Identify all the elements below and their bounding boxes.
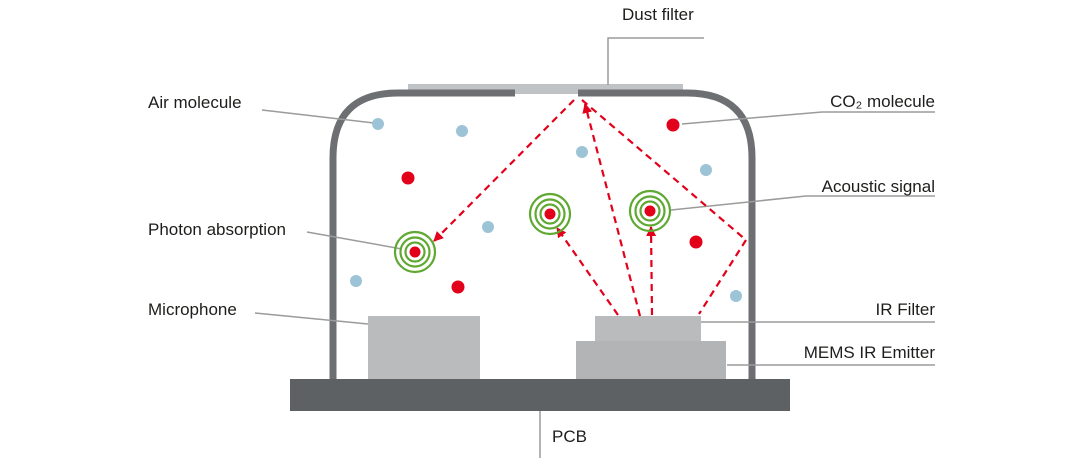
co2-molecule-dot (544, 208, 556, 220)
air-molecule-dot (730, 290, 742, 302)
air-molecule-dot (456, 125, 468, 137)
ring-icon (634, 195, 666, 227)
acoustic-signal-leader (670, 195, 935, 211)
beam-to-acoustic-right (646, 226, 657, 316)
ir-beams (433, 99, 747, 317)
co2-molecules (401, 118, 703, 294)
air-molecule-dot (350, 275, 362, 287)
microphone-label: Microphone (148, 300, 237, 319)
air-molecule-dot (482, 221, 494, 233)
enclosure-outline-right (578, 89, 756, 379)
photon-absorption-leader (306, 231, 403, 250)
air-molecules (350, 118, 742, 302)
ring-icon (534, 198, 566, 230)
photon-absorption-label: Photon absorption (148, 220, 286, 239)
enclosure-outline-left (329, 89, 515, 379)
microphone-block (368, 316, 480, 379)
mems-ir-emitter-block (576, 341, 726, 379)
mems-ir-emitter-label: MEMS IR Emitter (803, 343, 935, 362)
ring-icon (404, 241, 426, 263)
pcb-board (290, 379, 790, 411)
co2-molecule-dot (644, 205, 656, 217)
ir-filter-block (595, 316, 701, 341)
co2-molecule-dot (689, 235, 703, 249)
beam-to-acoustic-left (556, 227, 619, 316)
co2-molecule-label: CO₂ molecule (830, 92, 935, 111)
beam-emitter-to-filter (582, 103, 642, 317)
acoustic-signal-symbol (628, 189, 672, 233)
dust-filter-leader (607, 37, 704, 85)
acoustic-signal-label: Acoustic signal (821, 177, 935, 196)
ring-icon (393, 230, 437, 274)
acoustic-signal-symbol (528, 192, 572, 236)
photon-absorption-symbol (393, 230, 437, 274)
co2-molecule-dot (666, 118, 680, 132)
ring-icon (399, 236, 431, 268)
leader-lines (254, 37, 935, 458)
co2-molecule-leader (681, 111, 935, 125)
beam-wall-to-emitter (698, 239, 747, 315)
ring-icon (528, 192, 572, 236)
air-molecule-dot (700, 164, 712, 176)
co2-molecule-dot (409, 246, 421, 258)
ring-icon (639, 200, 661, 222)
air-molecule-label: Air molecule (148, 93, 242, 112)
beam-to-photon-absorption (433, 99, 575, 242)
microphone-leader (254, 312, 369, 325)
dust-filter-label: Dust filter (622, 5, 694, 24)
pcb-label: PCB (552, 427, 587, 446)
ir-filter-label: IR Filter (875, 300, 936, 319)
air-molecule-dot (576, 146, 588, 158)
ring-icon (628, 189, 672, 233)
co2-molecule-dot (401, 171, 415, 185)
air-molecule-dot (372, 118, 384, 130)
ring-icon (539, 203, 561, 225)
air-molecule-leader (261, 109, 375, 124)
dust-filter-bar (408, 84, 683, 94)
co2-molecule-dot (451, 280, 465, 294)
